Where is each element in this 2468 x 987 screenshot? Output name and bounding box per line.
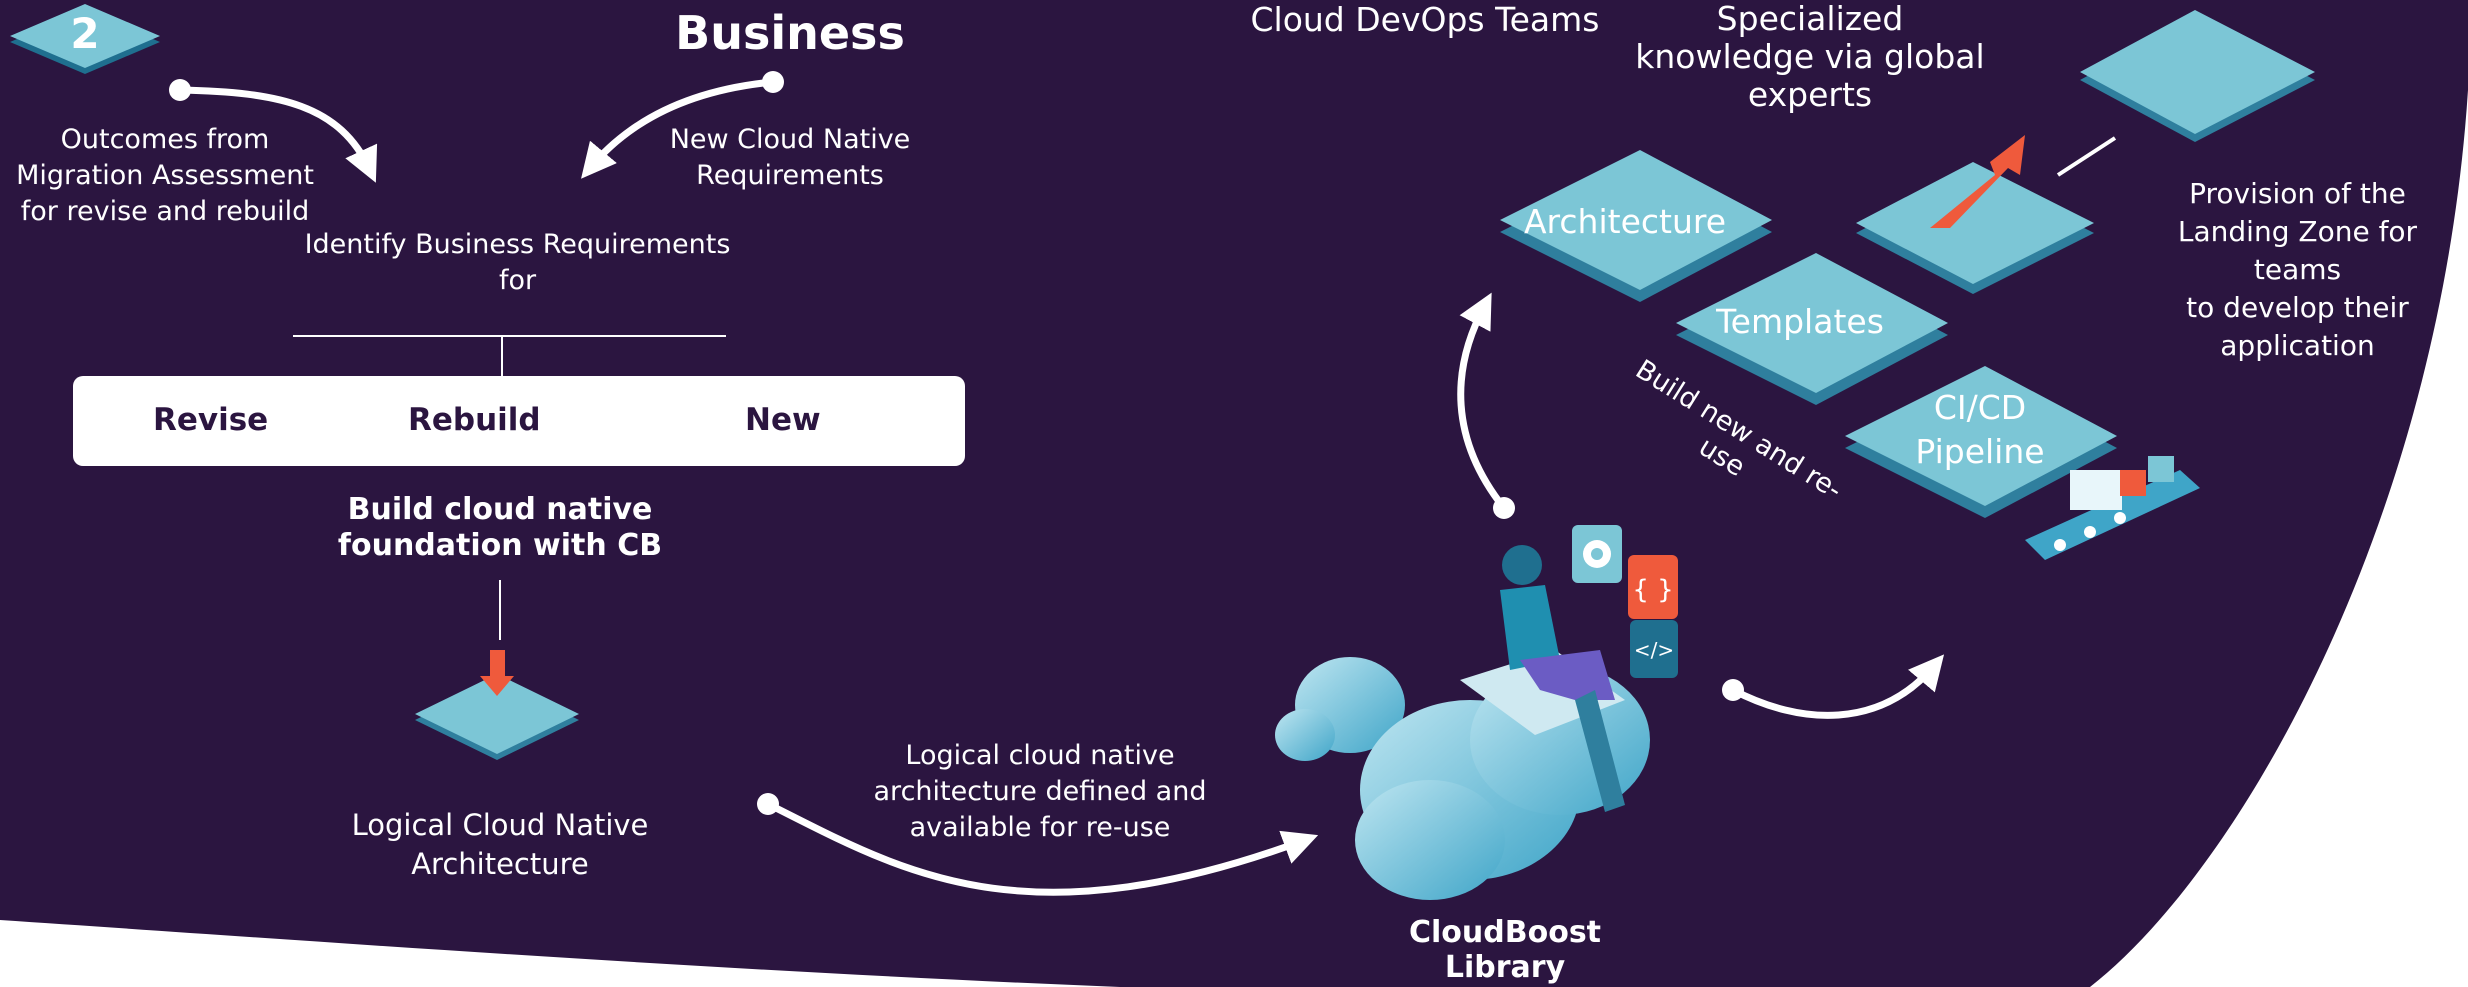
options-box: Revise Rebuild New [73,376,965,466]
business-title: Business [675,6,905,60]
identify-requirements-caption: Identify Business Requirements for [304,229,731,296]
cloudboost-library-caption: CloudBoost Library [1408,915,1602,985]
provision-caption: Provision of the Landing Zone for teams … [2177,177,2418,362]
arrow-outcomes [169,79,378,183]
provision-line [2056,136,2117,177]
option-revise: Revise [153,402,269,438]
templates-tile [1676,253,1948,405]
conveyor-illustration [2025,456,2200,560]
arrow-to-library [757,793,1319,896]
svg-text:</>: </> [1634,638,1674,662]
devops-caption: Cloud DevOps Teams [1250,0,1600,39]
architecture-tile [1500,150,1772,302]
code-braces-icon: { } [1628,555,1678,619]
outcomes-caption: Outcomes from Migration Assessment for r… [16,124,314,227]
logical-architecture-caption: Logical Cloud Native Architecture [351,808,649,881]
templates-tile-label: Templates [1716,302,1884,341]
cicd-pipeline-tile [1845,366,2117,518]
expert-tile [2080,10,2315,142]
arrow-to-landing-zone [1722,654,1945,719]
option-new: New [745,402,821,438]
logical-architecture-tile-icon [415,650,579,760]
gear-icon [1572,525,1622,583]
cicd-tile-label: CI/CD Pipeline [1915,388,2045,471]
svg-text:{ }: { } [1632,575,1673,605]
arrow-to-architecture [1457,292,1515,519]
architecture-tile-label: Architecture [1523,202,1727,241]
step-badge [10,4,160,74]
logical-defined-caption: Logical cloud native architecture define… [873,740,1207,843]
foundation-caption: Build cloud native foundation with CB [337,492,663,563]
cloudboost-cloud-illustration [1275,545,1650,900]
new-requirements-caption: New Cloud Native Requirements [669,124,911,191]
arrow-new-requirements [581,71,784,179]
step-number: 2 [70,9,100,58]
landing-zone-tile [1856,135,2094,294]
code-tag-icon: </> [1630,620,1678,678]
option-rebuild: Rebuild [408,402,541,438]
specialized-knowledge-caption: Specialized knowledge via global experts [1635,0,1985,114]
